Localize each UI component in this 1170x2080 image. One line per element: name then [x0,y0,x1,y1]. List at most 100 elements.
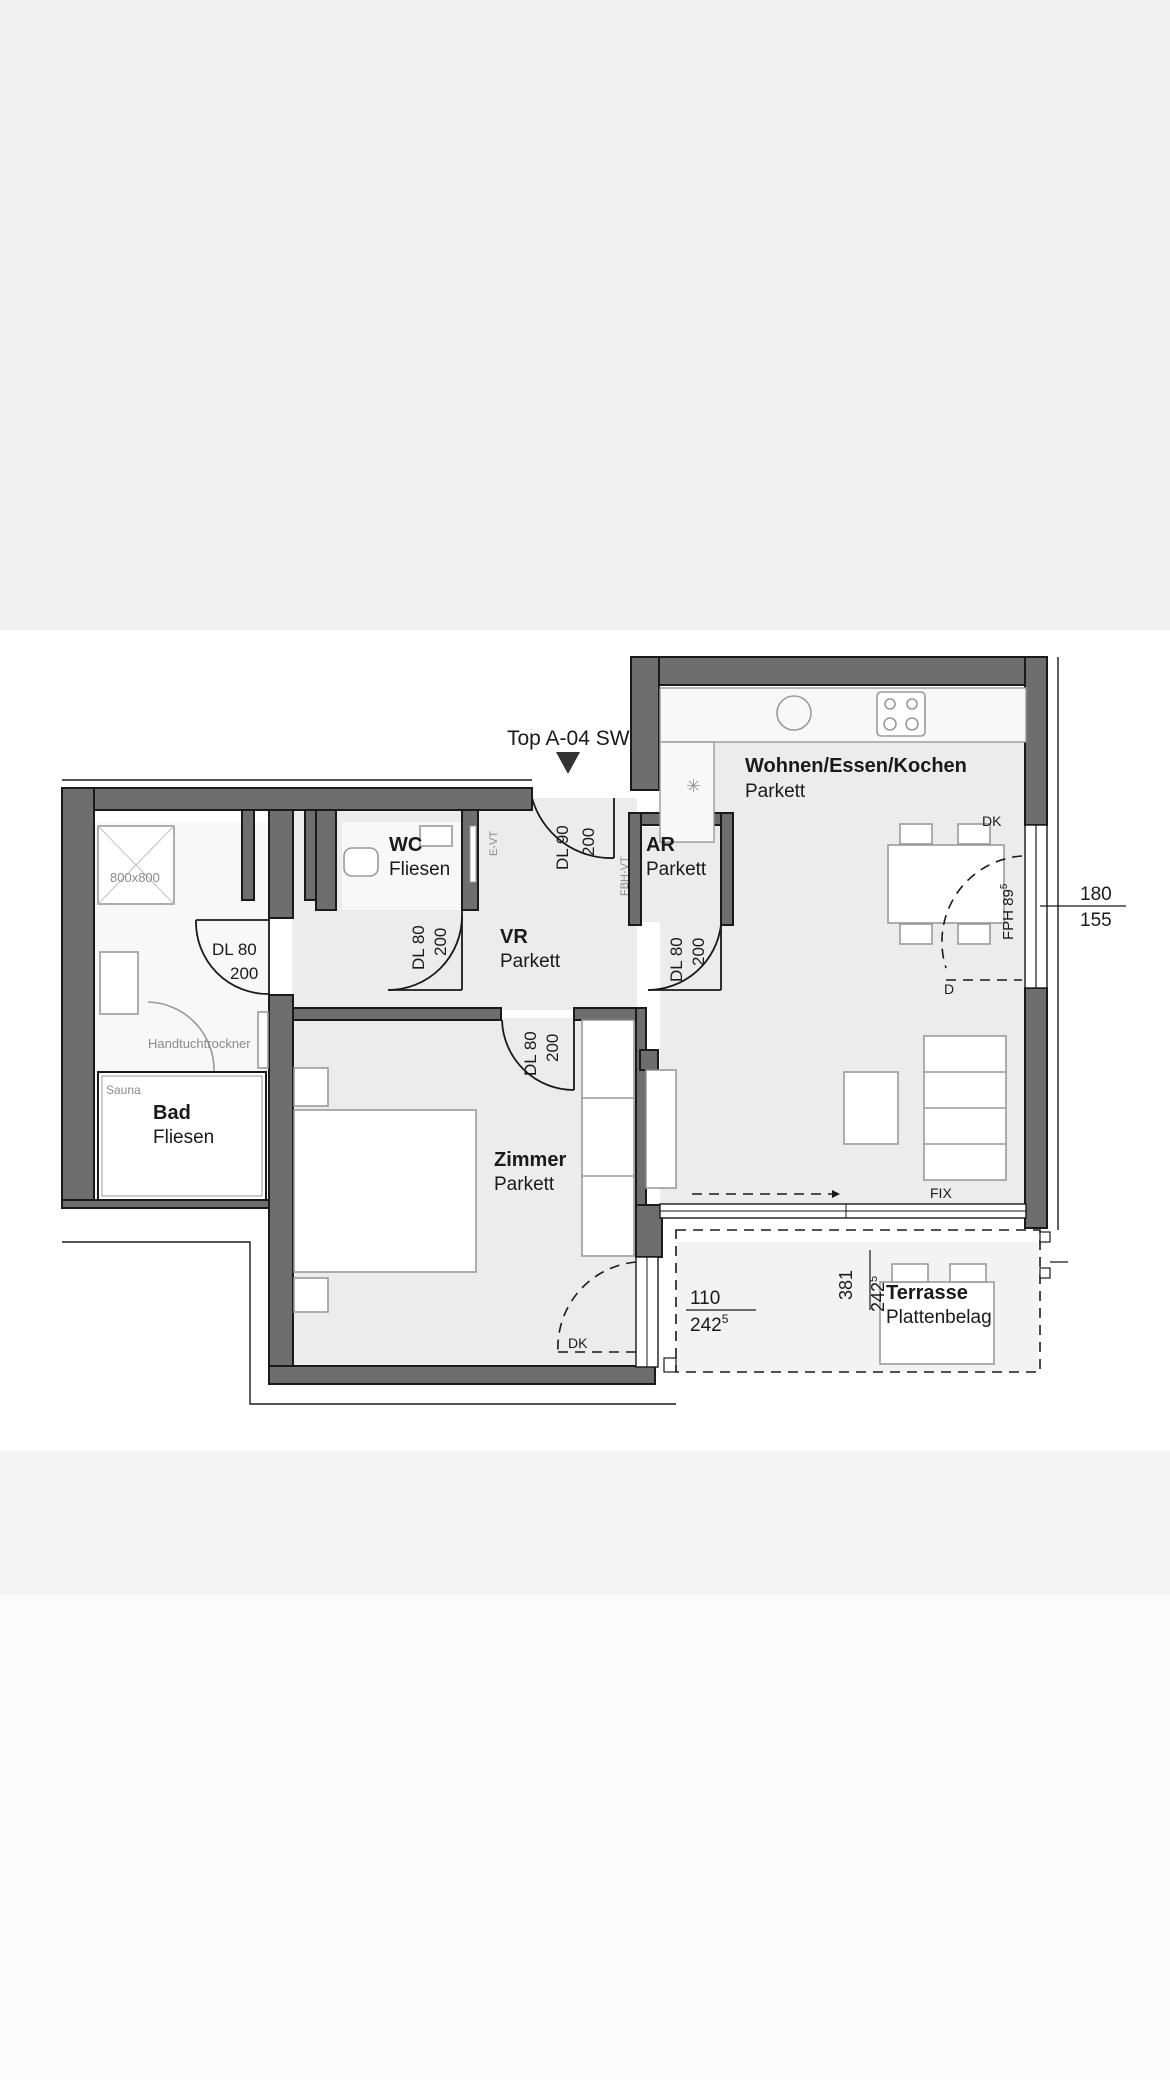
entry-door-type: DL 90 [553,825,572,870]
room-floor-ar: Parkett [646,859,707,880]
wall-south-west [61,1199,271,1209]
terrace-furniture [879,1263,995,1365]
bathroom-fixtures [97,825,269,1201]
wall-small-pier [639,1049,659,1071]
bathroom-inner-swing [147,1001,215,1073]
room-name-wohnen: Wohnen/Essen/Kochen [745,755,967,777]
wall-bad-upper [268,809,294,919]
wardrobe [581,1019,635,1257]
wall-north-west [61,787,533,811]
washbasin-icon [99,951,139,1015]
bottom-background-band [0,1595,1170,2080]
room-name-ar: AR [646,834,675,856]
unit-label: Top A-04 SW [507,727,630,750]
living-window-width: 180 [1080,884,1112,905]
towel-dryer [257,1011,269,1069]
sauna-label: Sauna [106,1083,141,1097]
wc-door-height: 200 [431,928,450,956]
sofa-set [843,1035,1007,1181]
top-background-band [0,0,1170,630]
coffee-table [843,1071,899,1145]
living-window-dk: DK [982,813,1002,829]
terrace-window-height: 2425 [868,1276,888,1312]
kitchen: ✳ [659,687,1027,843]
outer-outline [62,657,1059,1405]
ar-floor [642,827,724,922]
shower-size-label: 800x800 [110,870,160,885]
wall-corner-column [635,1204,663,1258]
entrance-arrow-icon [556,752,580,774]
terrace-fix-label: FIX [930,1185,952,1201]
wall-living-right-upper [1024,656,1048,826]
wall-duct-left [241,809,255,901]
wall-bad-lower [268,994,294,1374]
wall-ar-left [628,812,642,926]
kitchen-counter-top [659,687,1027,743]
wall-living-left-upper [630,656,660,791]
zimmer-window-swing [557,1261,637,1353]
room-floor-wc: Fliesen [389,859,450,880]
wall-zimmer-right [635,1007,647,1209]
terrace-table [879,1281,995,1365]
zimmer-window-height: 2425 [690,1312,729,1336]
wall-living-right-lower [1024,987,1048,1229]
tv-unit [645,1069,677,1189]
room-name-zimmer: Zimmer [494,1149,566,1171]
outline-south-west [62,1241,676,1405]
room-floor-vr: Parkett [500,951,561,972]
room-name-wc: WC [389,834,422,856]
room-floor-bad: Fliesen [153,1127,214,1148]
room-name-vr: VR [500,926,528,948]
labels: Top A-04 SW Wohnen/Essen/Kochen Parkett … [106,727,1112,1351]
nightstand-lower [293,1277,329,1313]
terrace-boundary [675,1229,1068,1373]
terrace-dashed-outline [675,1229,1041,1373]
bed [293,1109,477,1273]
living-window-d: D [944,981,954,997]
living-window-height: 155 [1080,910,1112,931]
dining-set [887,823,1005,945]
ar-door-height: 200 [689,938,708,966]
room-floor-zimmer: Parkett [494,1174,555,1195]
wall-wc-left [315,809,337,911]
wc-door-type: DL 80 [409,925,428,970]
evt-label: E-VT [488,831,500,856]
zimmer-door-type: DL 80 [521,1031,540,1076]
dining-table [887,844,1005,924]
room-name-bad: Bad [153,1102,191,1124]
bad-door-type: DL 80 [212,940,257,959]
room-floor-wohnen: Parkett [745,781,806,802]
wall-zimmer-top-left [292,1007,502,1021]
zimmer-door-height: 200 [543,1034,562,1062]
wall-living-top [630,656,1026,686]
entry-door-height: 200 [579,828,598,856]
room-floor-terrasse: Plattenbelag [886,1307,992,1328]
zimmer-window-width: 110 [690,1288,720,1309]
middle-background-band [0,1450,1170,1595]
toilet-icon [343,847,379,877]
zimmer-furniture [293,1019,677,1313]
doors [195,790,1023,1353]
fbhvt-label: FBH-VT [619,856,631,896]
sauna-cabin [97,1071,267,1201]
wc-fixtures [343,825,477,883]
terrace-window-width: 381 [836,1270,856,1300]
towel-dryer-label: Handtuchtrockner [148,1036,251,1051]
windows [635,824,1048,1373]
dimension-lines [686,905,1126,1311]
ar-door-swing [647,924,722,991]
extractor-icon: ✳ [686,776,701,796]
kitchen-counter-side [659,741,715,843]
cooktop-icon [876,691,926,737]
bad-door-swing [195,919,270,995]
entry-door-swing [531,797,615,859]
wc-basin-icon [419,825,453,847]
nightstand-upper [293,1067,329,1107]
bad-door-height: 200 [230,964,258,983]
wall-south [268,1365,656,1385]
wc-door-swing [387,915,463,991]
room-name-terrasse: Terrasse [886,1282,968,1304]
living-window-parapet: FPH 895 [999,883,1017,940]
wall-west [61,787,95,1209]
